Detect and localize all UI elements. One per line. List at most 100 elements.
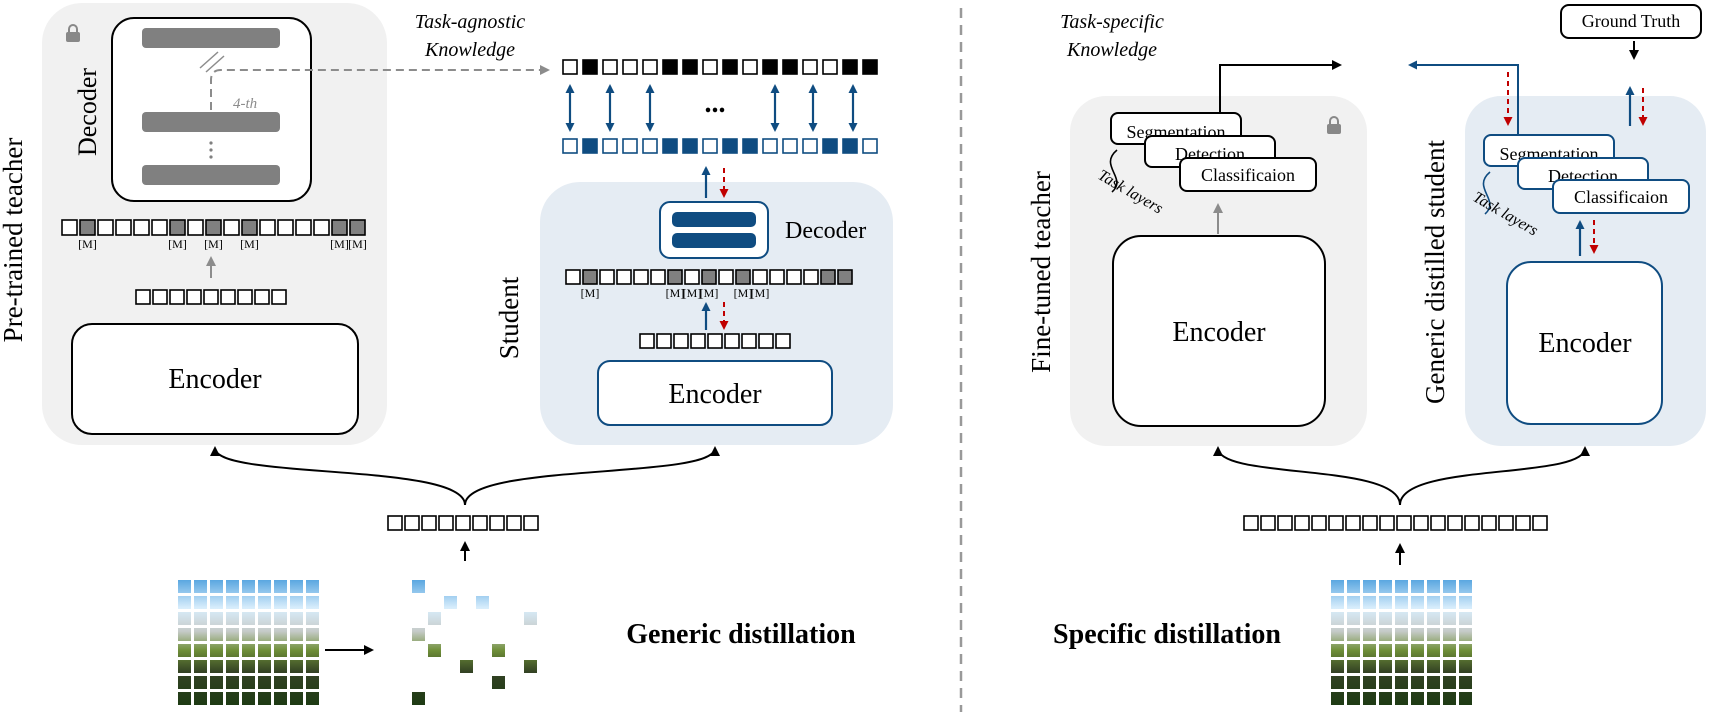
token [718, 269, 734, 285]
token [277, 219, 294, 236]
teacher-encoder-label: Encoder [168, 364, 262, 395]
token [1345, 515, 1361, 531]
student-input-token-row [639, 333, 791, 349]
teacher-encoder-box [71, 323, 359, 435]
image-patch [306, 612, 319, 625]
image-patch [1395, 612, 1408, 625]
image-patch [524, 612, 537, 625]
lock-icon [66, 24, 80, 42]
image-patch [274, 692, 287, 705]
token [822, 59, 838, 75]
token [61, 219, 78, 236]
image-patch [242, 644, 255, 657]
image-patch [226, 644, 239, 657]
token [1413, 515, 1429, 531]
token [762, 138, 778, 154]
decoder-layer [142, 112, 280, 132]
image-patch [226, 628, 239, 641]
token [1362, 515, 1378, 531]
token [506, 515, 522, 531]
break-mark [205, 55, 225, 73]
finetuned-teacher-label: Fine-tuned teacher [1026, 171, 1056, 373]
token [633, 269, 649, 285]
image-patch [1363, 676, 1376, 689]
image-patch [290, 692, 303, 705]
task-layers-brace [1109, 149, 1118, 193]
mask-token-label: [M] [666, 286, 685, 300]
image-patch [1411, 580, 1424, 593]
full-patch-token-row [1243, 515, 1548, 531]
image-patch [1363, 596, 1376, 609]
image-patch [210, 692, 223, 705]
image-patch [258, 580, 271, 593]
image-patch [194, 644, 207, 657]
image-patch [210, 660, 223, 673]
token [667, 269, 683, 285]
token [690, 333, 706, 349]
token [1311, 515, 1327, 531]
image-patch [1443, 660, 1456, 673]
token [802, 138, 818, 154]
image-patch [290, 580, 303, 593]
token [1464, 515, 1480, 531]
token [438, 515, 454, 531]
image-patch [258, 596, 271, 609]
image-patch [1379, 580, 1392, 593]
image-patch [1363, 644, 1376, 657]
teacher-task-classification [1179, 157, 1317, 192]
image-patch [274, 628, 287, 641]
token [523, 515, 539, 531]
token [254, 289, 270, 305]
token [1396, 515, 1412, 531]
image-patch [1347, 676, 1360, 689]
token [135, 289, 151, 305]
image-patch [242, 580, 255, 593]
token [313, 219, 330, 236]
token [79, 219, 96, 236]
token [1481, 515, 1497, 531]
image-patch [194, 596, 207, 609]
token [707, 333, 723, 349]
token [259, 219, 276, 236]
student-task-classification-label: Classificaion [1574, 187, 1668, 207]
token [1532, 515, 1548, 531]
image-patch [226, 596, 239, 609]
image-patch [274, 596, 287, 609]
token [639, 333, 655, 349]
image-patch [1347, 644, 1360, 657]
student-decoder-box [659, 201, 769, 259]
token [1430, 515, 1446, 531]
token [1328, 515, 1344, 531]
token [1447, 515, 1463, 531]
student-decoder-label: Decoder [785, 218, 866, 244]
image-patch [476, 596, 489, 609]
token [1294, 515, 1310, 531]
token [133, 219, 150, 236]
image-patch [1331, 676, 1344, 689]
image-patch [1379, 596, 1392, 609]
image-patch [1347, 612, 1360, 625]
token [220, 289, 236, 305]
image-patch [444, 596, 457, 609]
image-patch [210, 580, 223, 593]
token [803, 269, 819, 285]
image-patch [1395, 692, 1408, 705]
token [662, 138, 678, 154]
token [702, 59, 718, 75]
token [1243, 515, 1259, 531]
token [582, 59, 598, 75]
teacher-task-classification-label: Classificaion [1201, 165, 1295, 185]
image-patch [1331, 628, 1344, 641]
image-patch [178, 596, 191, 609]
token [822, 138, 838, 154]
token [622, 59, 638, 75]
mask-token-label: [M] [734, 286, 753, 300]
token [151, 219, 168, 236]
break-mark [199, 51, 219, 69]
mask-token-label: [M] [240, 237, 259, 251]
image-patch [290, 660, 303, 673]
image-patch [412, 692, 425, 705]
image-patch [1459, 596, 1472, 609]
lock-icon [1327, 116, 1341, 134]
